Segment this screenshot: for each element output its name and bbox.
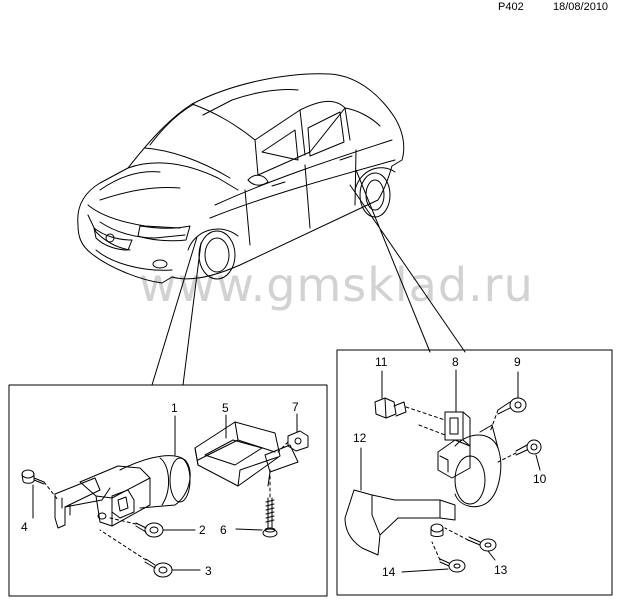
callout-5: 5 — [222, 401, 229, 415]
bolt-10 — [515, 439, 542, 456]
callout-14: 14 — [382, 565, 396, 579]
leader-line-right — [349, 169, 466, 353]
detail-box-right — [336, 349, 613, 596]
assembly-lines-left — [43, 441, 289, 561]
callout-7: 7 — [292, 400, 299, 414]
page-code: P402 — [498, 1, 524, 13]
callout-10: 10 — [533, 472, 547, 486]
callout-numbers: 1 2 3 4 5 6 7 8 9 10 11 12 13 14 — [21, 355, 547, 579]
callout-2: 2 — [199, 523, 206, 537]
callout-8: 8 — [452, 355, 459, 369]
page-date: 18/08/2010 — [553, 1, 609, 13]
electronic-module — [194, 421, 299, 487]
horn-assembly-8 — [437, 411, 502, 508]
screw-6 — [262, 497, 278, 538]
callout-4: 4 — [21, 520, 28, 534]
car-illustration — [77, 73, 405, 284]
callout-leaders-left — [32, 413, 298, 571]
detail-box-left — [8, 384, 328, 597]
clip-nut-7 — [287, 430, 309, 452]
callout-leaders-right — [360, 369, 541, 573]
bolt-14 — [439, 558, 466, 573]
callout-13: 13 — [494, 563, 508, 577]
leader-line-left — [151, 236, 202, 386]
bolt-9 — [497, 397, 527, 415]
bolt-2 — [135, 522, 164, 538]
watermark: www.gmsklad.ru — [139, 258, 534, 312]
bolt-13 — [467, 536, 497, 552]
callout-1: 1 — [171, 401, 178, 415]
horn-bracket-12 — [344, 489, 456, 556]
callout-9: 9 — [514, 355, 521, 369]
assembly-lines-right — [405, 406, 517, 561]
horn-bracket-left — [54, 455, 191, 529]
callout-11: 11 — [375, 355, 388, 369]
clip-11 — [374, 397, 407, 419]
bolt-4 — [21, 469, 45, 485]
bolt-3 — [144, 558, 173, 578]
callout-3: 3 — [205, 564, 212, 578]
callout-12: 12 — [353, 431, 367, 445]
callout-6: 6 — [220, 523, 227, 537]
